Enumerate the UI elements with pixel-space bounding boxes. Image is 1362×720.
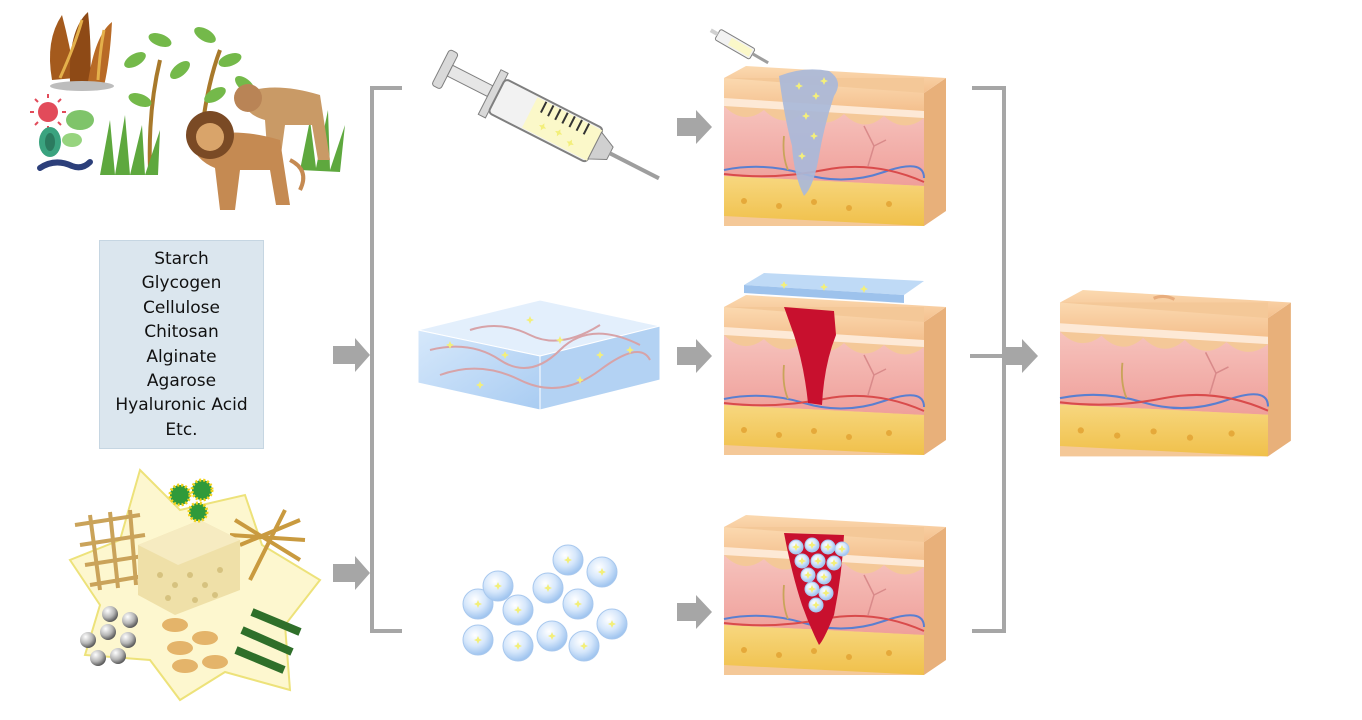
microsphere [826,555,842,571]
microsphere [532,572,564,604]
polysaccharide-item: Etc. [165,419,198,440]
arrow-injectable [677,110,712,144]
sponge-icon [138,520,240,615]
microsphere [586,556,618,588]
microsphere [820,539,836,555]
skin-microsphere [723,514,947,676]
polysaccharide-item: Agarose [146,370,217,391]
arrow-to-healed [1005,339,1038,373]
microsphere [788,539,804,555]
lion-icon [186,84,330,210]
right-bracket [972,86,1006,633]
seaweed-icon [49,12,114,91]
microsphere-icon [462,544,628,662]
microsphere [596,608,628,640]
microsphere [502,594,534,626]
microsphere [804,537,820,553]
microsphere [808,597,824,613]
arrow-hydrogel [677,339,712,373]
polysaccharide-item: Chitosan [144,322,219,343]
microsphere [794,553,810,569]
polysaccharide-item: Alginate [146,346,217,367]
mesh-scaffold-icon [74,509,151,591]
disc-icon [162,618,228,673]
polysaccharide-item: Starch [154,248,209,269]
microsphere [818,585,834,601]
polysaccharide-item: Cellulose [143,297,220,318]
microsphere [800,567,816,583]
arrow-to-bracket-top [333,338,370,372]
microbe-icon [30,94,94,171]
microsphere [502,630,534,662]
microsphere [816,569,832,585]
microsphere [804,581,820,597]
polysaccharide-item: Hyaluronic Acid [115,395,248,416]
left-bracket [370,86,402,633]
polysaccharide-list: Starch Glycogen Cellulose Chitosan Algin… [99,240,264,449]
microsphere [552,544,584,576]
healed-skin-icon [1058,288,1292,458]
scaffold-materials-illustration [68,468,322,702]
arrow-microsphere [677,595,712,629]
microsphere [834,541,850,557]
syringe-icon [432,49,660,181]
natural-sources-illustration [30,12,345,210]
microsphere [562,588,594,620]
microsphere [536,620,568,652]
metal-bead-icon [80,606,138,666]
microsphere [462,624,494,656]
arrow-to-bracket-bottom [333,556,370,590]
microsphere [482,570,514,602]
polysaccharide-item: Glycogen [141,273,222,294]
microsphere [462,588,494,620]
rod-icon [234,608,302,674]
fiber-icon [229,509,306,581]
microsphere [568,630,600,662]
microsphere [810,553,826,569]
nanoparticle-icon [168,478,214,523]
skin-hydrogel [723,273,947,456]
mini-syringe-icon [709,28,769,65]
skin-injected [709,28,947,227]
hydrogel-sheet-icon [417,299,661,411]
